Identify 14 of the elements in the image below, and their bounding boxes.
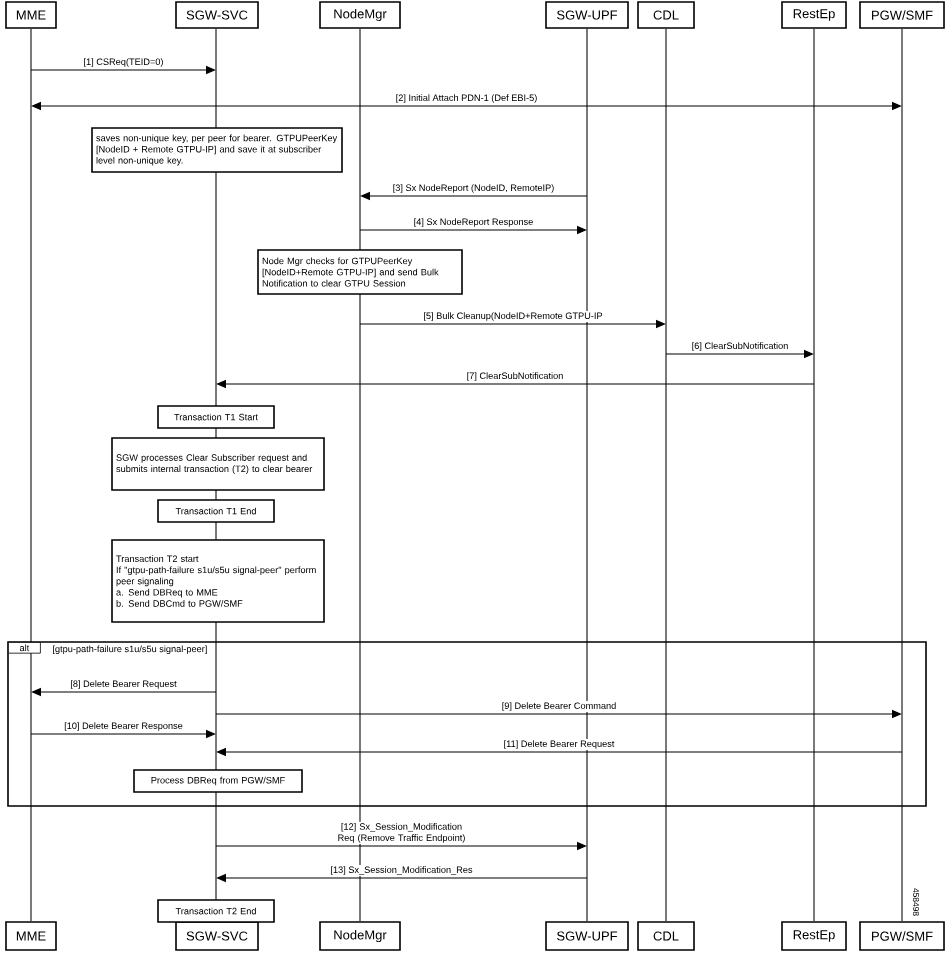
lifeline	[215, 428, 217, 438]
lifeline	[901, 28, 903, 922]
lifeline	[665, 28, 667, 922]
lifeline	[813, 28, 815, 922]
lifeline	[215, 490, 217, 500]
lifeline	[215, 792, 217, 900]
lifeline	[215, 28, 217, 128]
lifeline	[215, 172, 217, 406]
lifeline	[215, 622, 217, 770]
lifeline	[359, 294, 361, 922]
lifeline	[359, 28, 361, 250]
lifeline	[215, 522, 217, 540]
lifeline	[30, 28, 32, 922]
lifeline	[586, 28, 588, 922]
